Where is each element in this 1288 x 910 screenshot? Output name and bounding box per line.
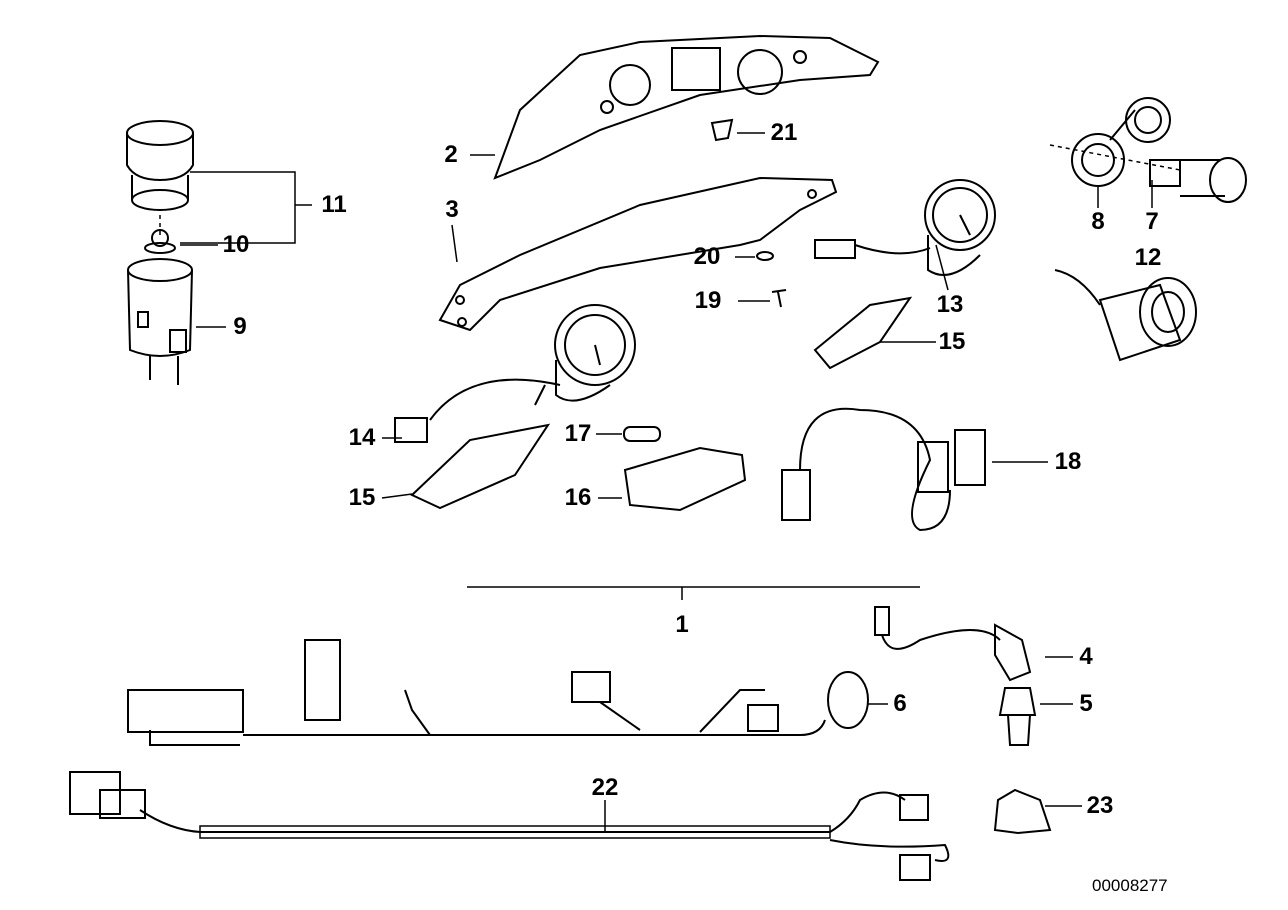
part-3-bracket <box>438 176 838 332</box>
callout-10: 10 <box>222 231 250 258</box>
part-12-lighter-socket-with-cable <box>1054 269 1197 362</box>
callout-21: 21 <box>770 119 798 146</box>
part-14-gauge <box>394 304 636 443</box>
callout-3: 3 <box>445 196 459 223</box>
callout-4: 4 <box>1079 643 1093 670</box>
part-17-bulb <box>623 426 661 442</box>
callout-17: 17 <box>564 420 592 447</box>
drawing-number: 00008277 <box>1092 876 1168 895</box>
part-16-lens <box>623 446 747 512</box>
part-5-sender-unit <box>998 687 1037 746</box>
part-2-instrument-panel-trim <box>493 34 880 180</box>
part-18-wiring-harness <box>781 407 986 532</box>
callout-23: 23 <box>1086 792 1114 819</box>
callout-2: 2 <box>444 141 458 168</box>
part-19-screw <box>771 289 787 308</box>
callout-18: 18 <box>1054 448 1082 475</box>
part-20-washer <box>756 251 774 261</box>
callout-7: 7 <box>1145 208 1159 235</box>
callout-1: 1 <box>675 611 689 638</box>
callout-9: 9 <box>233 313 247 340</box>
callout-13: 13 <box>936 291 964 318</box>
callout-20: 20 <box>693 243 721 270</box>
callout-5: 5 <box>1079 690 1093 717</box>
part-15-clip <box>813 296 913 370</box>
part-13-gauge <box>814 179 996 276</box>
callout-19: 19 <box>694 287 722 314</box>
callout-15-lower: 15 <box>348 484 376 511</box>
part-9-socket-housing <box>127 258 193 385</box>
callout-14: 14 <box>348 424 376 451</box>
callout-11: 11 <box>321 191 347 218</box>
part-21-rivet <box>710 118 734 142</box>
callout-6: 6 <box>893 690 907 717</box>
callout-12: 12 <box>1134 244 1162 271</box>
part-23-clip <box>993 788 1052 835</box>
part-15-clip <box>410 423 551 510</box>
callout-8: 8 <box>1091 208 1105 235</box>
callout-16: 16 <box>564 484 592 511</box>
part-4-sensor-cable <box>874 606 1032 682</box>
callout-22: 22 <box>591 774 619 801</box>
callout-15-upper: 15 <box>938 328 966 355</box>
part-1-main-wiring-harness <box>127 639 869 746</box>
leader-lines <box>159 132 1181 833</box>
part-11-socket-insert <box>126 120 194 211</box>
part-22-wiring-harness <box>69 771 950 881</box>
part-8-lighter-ring <box>1071 97 1171 187</box>
part-7-lighter-socket <box>1149 157 1247 203</box>
part-10-bulb <box>144 229 176 254</box>
